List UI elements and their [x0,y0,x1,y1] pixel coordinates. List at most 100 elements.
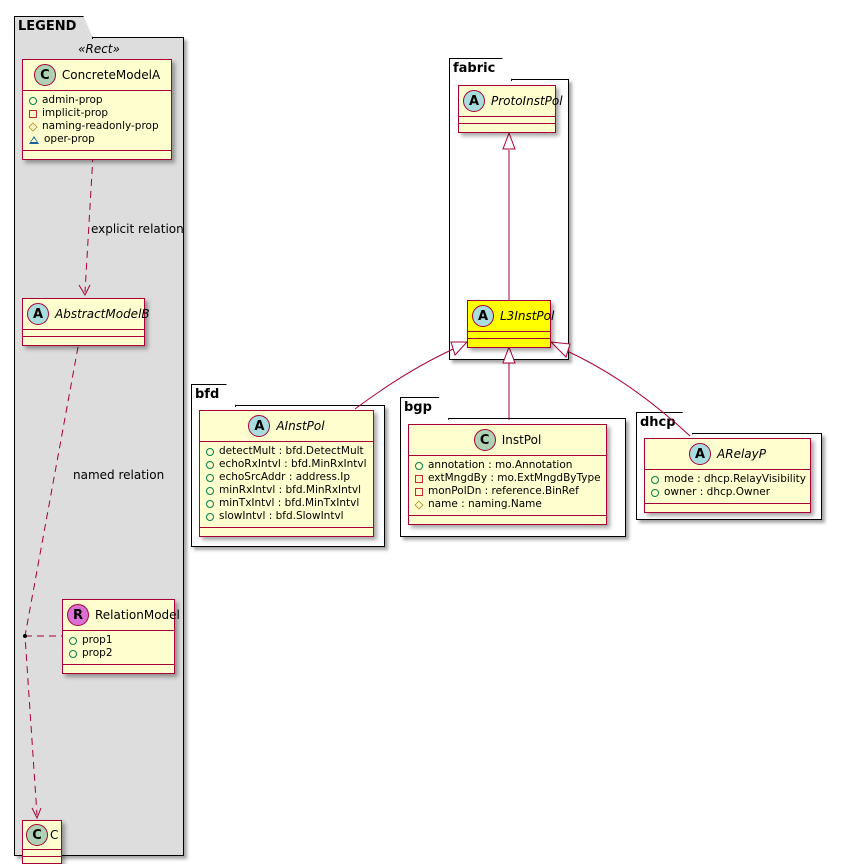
class-l3-inst-pol[interactable]: A L3InstPol [467,300,554,348]
attribute-text: monPolDn : reference.BinRef [428,485,579,497]
attribute: echoSrcAddr : address.Ip [206,471,367,484]
public-visibility-icon [206,486,214,495]
class-name: RelationModel [95,608,180,622]
attribute: oper-prop [29,133,165,146]
attribute: prop2 [69,647,168,660]
public-visibility-icon [69,649,77,658]
protected-visibility-icon [414,499,424,510]
named-relation-label: named relation [73,468,165,482]
class-operations [645,504,810,512]
public-visibility-icon [651,475,659,484]
class-name: ARelayP [717,447,766,461]
class-name: AbstractModelB [55,307,150,321]
private-visibility-icon [29,109,37,118]
class-name: ConcreteModelA [61,68,161,82]
class-operations [409,516,606,524]
class-operations [459,124,555,132]
class-operations [23,337,144,345]
class-proto-inst-pol[interactable]: A ProtoInstPol [458,85,563,133]
attribute-text: extMngdBy : mo.ExtMngdByType [428,472,601,484]
attribute-text: minTxIntvl : bfd.MinTxIntvl [219,497,360,509]
attribute-text: echoSrcAddr : address.Ip [219,471,351,483]
dhcp-package-title: dhcp [636,412,693,435]
attribute-text: slowIntvl : bfd.SlowIntvl [219,510,344,522]
class-attributes: detectMult : bfd.DetectMult echoRxIntvl … [200,442,373,528]
attribute: admin-prop [29,94,165,107]
class-kind-icon: A [463,90,485,112]
public-visibility-icon [415,461,423,470]
attribute: minRxIntvl : bfd.MinRxIntvl [206,484,367,497]
legend-package-title: LEGEND [14,16,93,39]
legend-stereotype: «Rect» [78,42,120,56]
attribute-text: name : naming.Name [428,498,542,510]
bgp-package-title: bgp [400,397,449,420]
attribute: naming-readonly-prop [28,120,165,133]
public-visibility-icon [206,460,214,469]
attribute-text: detectMult : bfd.DetectMult [219,445,364,457]
bfd-package-title: bfd [191,384,236,407]
class-kind-icon: A [27,303,49,325]
class-relation-model[interactable]: R RelationModel prop1 prop2 [62,599,180,674]
public-visibility-icon [206,473,214,482]
public-visibility-icon [651,488,659,497]
class-concrete-model-a[interactable]: C ConcreteModelA admin-prop implicit-pro… [22,59,172,160]
attribute: detectMult : bfd.DetectMult [206,445,367,458]
class-inst-pol[interactable]: C InstPol annotation : mo.Annotation ext… [408,424,607,525]
fabric-package-title: fabric [449,58,512,81]
class-operations [23,151,171,159]
class-attributes [459,117,555,124]
class-operations [200,528,373,536]
attribute: annotation : mo.Annotation [415,459,600,472]
class-attributes: prop1 prop2 [63,631,174,665]
class-name: InstPol [501,433,542,447]
attribute: minTxIntvl : bfd.MinTxIntvl [206,497,367,510]
class-operations [23,857,61,863]
attribute: slowIntvl : bfd.SlowIntvl [206,510,367,523]
attribute-text: annotation : mo.Annotation [428,459,573,471]
attribute-text: mode : dhcp.RelayVisibility [664,473,806,485]
class-kind-icon: C [26,824,48,846]
class-name: ProtoInstPol [491,94,563,108]
class-attributes [23,850,61,857]
attribute: mode : dhcp.RelayVisibility [651,473,806,486]
attribute-text: oper-prop [44,133,95,145]
class-operations [468,339,550,347]
class-a-relay-p[interactable]: A ARelayP mode : dhcp.RelayVisibility ow… [644,438,811,513]
attribute: echoRxIntvl : bfd.MinRxIntvl [206,458,367,471]
public-visibility-icon [206,447,214,456]
attribute-text: echoRxIntvl : bfd.MinRxIntvl [219,458,367,470]
attribute-text: admin-prop [42,94,103,106]
package-visibility-icon [29,135,39,144]
class-kind-icon: A [472,305,494,327]
attribute: owner : dhcp.Owner [651,486,804,499]
class-kind-icon: C [473,429,496,451]
attribute-text: owner : dhcp.Owner [664,486,771,498]
class-a-inst-pol[interactable]: A AInstPol detectMult : bfd.DetectMult e… [199,410,374,537]
attribute-text: prop2 [82,647,113,659]
private-visibility-icon [415,474,423,483]
private-visibility-icon [415,487,423,496]
class-attributes: annotation : mo.Annotation extMngdBy : m… [409,456,606,516]
protected-visibility-icon [28,121,38,132]
attribute: monPolDn : reference.BinRef [415,485,600,498]
public-visibility-icon [206,499,214,508]
attribute-text: naming-readonly-prop [42,120,159,132]
attribute-text: prop1 [82,634,113,646]
attribute: prop1 [69,634,168,647]
class-attributes [23,330,144,337]
class-attributes [468,332,550,339]
class-kind-icon: A [248,415,271,437]
class-name: AInstPol [276,419,325,433]
attribute-text: minRxIntvl : bfd.MinRxIntvl [219,484,362,496]
attribute: extMngdBy : mo.ExtMngdByType [415,472,601,485]
attribute-text: implicit-prop [42,107,109,119]
class-attributes: admin-prop implicit-prop naming-readonly… [23,91,171,151]
public-visibility-icon [206,512,214,521]
class-name: C [50,828,59,842]
class-attributes: mode : dhcp.RelayVisibility owner : dhcp… [645,470,810,504]
class-abstract-model-b[interactable]: A AbstractModelB [22,298,150,346]
attribute: implicit-prop [29,107,165,120]
class-kind-icon: R [67,604,89,626]
class-c[interactable]: C C [22,820,62,864]
class-kind-icon: A [689,443,712,465]
